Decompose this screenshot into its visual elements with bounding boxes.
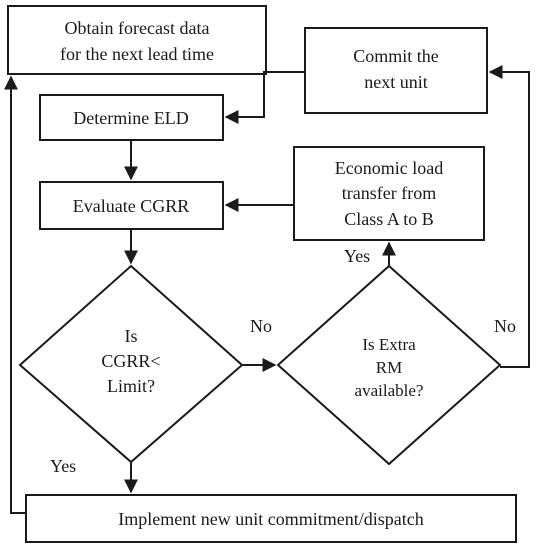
economic-transfer-box: Economic load transfer from Class A to B [293, 146, 485, 241]
implement-box: Implement new unit commitment/dispatch [25, 494, 517, 543]
economic-transfer-line-1: Economic load [335, 158, 443, 178]
edge-label-no-cgrr: No [250, 316, 272, 336]
cgrr-decision-line-2: CGRR< [101, 351, 160, 371]
determine-eld-box: Determine ELD [39, 94, 224, 141]
obtain-forecast-box: Obtain forecast data for the next lead t… [7, 5, 267, 75]
implement-label: Implement new unit commitment/dispatch [118, 509, 423, 529]
obtain-forecast-line-2: for the next lead time [60, 44, 214, 64]
commit-unit-box: Commit the next unit [304, 27, 488, 114]
extra-rm-decision: Is Extra RM available? [276, 264, 502, 466]
arrow-commit-to-determine [224, 71, 305, 124]
edge-label-no-extra-rm: No [494, 316, 516, 336]
obtain-forecast-line-1: Obtain forecast data [65, 18, 210, 38]
evaluate-cgrr-box: Evaluate CGRR [39, 181, 224, 230]
commit-unit-line-2: next unit [364, 72, 428, 92]
cgrr-limit-decision: Is CGRR< Limit? [18, 264, 244, 464]
edge-label-yes-cgrr: Yes [50, 456, 76, 476]
cgrr-decision-line-3: Limit? [107, 376, 155, 396]
commit-unit-line-1: Commit the [353, 46, 439, 66]
arrow-extra-rm-no-to-commit [488, 65, 530, 368]
edge-label-yes-extra-rm: Yes [344, 246, 370, 266]
economic-transfer-line-3: Class A to B [344, 209, 434, 229]
economic-transfer-line-2: transfer from [342, 183, 436, 203]
evaluate-cgrr-label: Evaluate CGRR [73, 196, 189, 216]
determine-eld-label: Determine ELD [73, 108, 188, 128]
arrow-implement-to-obtain [3, 75, 26, 514]
extra-rm-decision-line-3: available? [355, 381, 424, 400]
extra-rm-decision-line-1: Is Extra [362, 335, 416, 354]
cgrr-decision-line-1: Is [125, 326, 138, 346]
extra-rm-decision-line-2: RM [376, 358, 402, 377]
